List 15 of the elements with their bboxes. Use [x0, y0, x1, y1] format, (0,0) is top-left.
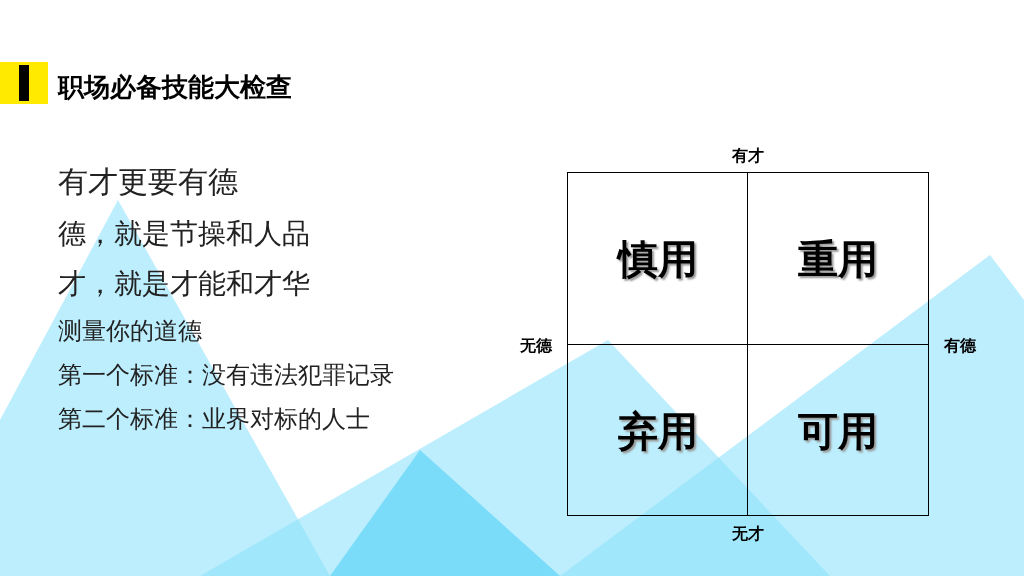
quadrant-label: 可用: [798, 406, 878, 456]
quadrant-label: 弃用: [618, 406, 698, 456]
quadrant-label: 重用: [798, 234, 878, 284]
body-text: 才，就是才能和才华: [58, 266, 311, 302]
axis-label: 有才: [732, 146, 764, 167]
slide-title: 职场必备技能大检查: [58, 71, 292, 104]
axis-label: 无才: [732, 524, 764, 545]
quadrant-label: 慎用: [618, 234, 698, 284]
body-text: 德，就是节操和人品: [58, 216, 311, 252]
axis-label: 无德: [520, 336, 552, 357]
axis-label: 有德: [944, 336, 976, 357]
body-text: 第二个标准：业界对标的人士: [58, 404, 371, 435]
body-text: 测量你的道德: [58, 316, 203, 347]
heading-text: 有才更要有德: [58, 163, 239, 201]
body-text: 第一个标准：没有违法犯罪记录: [58, 360, 395, 391]
